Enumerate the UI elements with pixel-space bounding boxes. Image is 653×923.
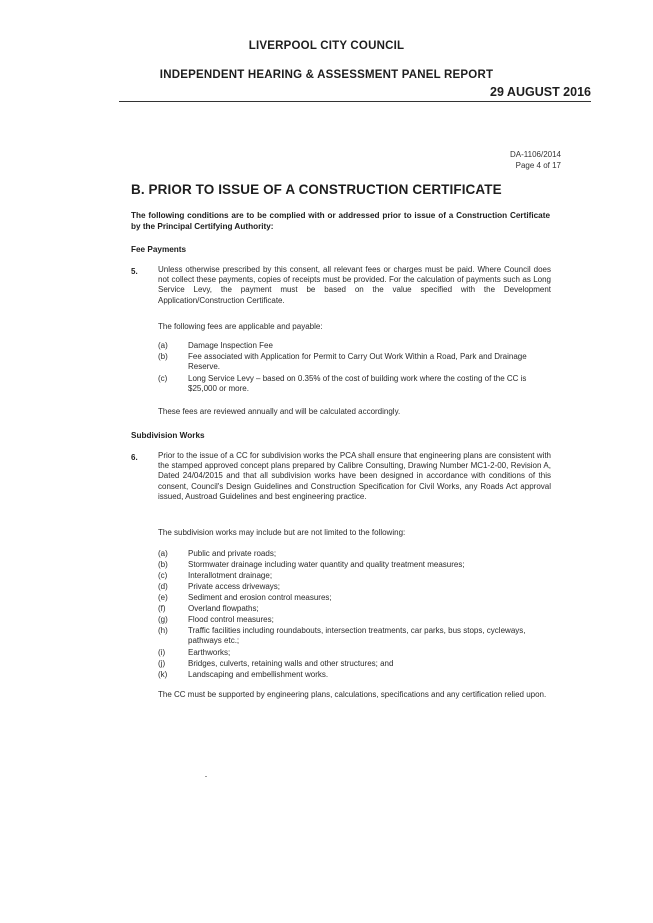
list-item-label: (f) xyxy=(158,604,166,613)
da-number: DA-1106/2014 xyxy=(510,150,561,159)
section-intro: The following conditions are to be compl… xyxy=(131,211,550,231)
list-item-label: (d) xyxy=(158,582,168,591)
list-item-label: (a) xyxy=(158,549,168,558)
list-item-label: (a) xyxy=(158,341,168,350)
list-item-label: (b) xyxy=(158,352,168,361)
list-item-label: (e) xyxy=(158,593,168,602)
section-heading: B. PRIOR TO ISSUE OF A CONSTRUCTION CERT… xyxy=(131,182,502,197)
list-item-label: (g) xyxy=(158,615,168,624)
list-item-label: (b) xyxy=(158,560,168,569)
list-item-label: (i) xyxy=(158,648,166,657)
condition-text: Unless otherwise prescribed by this cons… xyxy=(158,265,551,305)
list-item-label: (j) xyxy=(158,659,166,668)
works-list-intro: The subdivision works may include but ar… xyxy=(158,528,406,537)
scan-mark xyxy=(205,776,207,777)
list-item-text: Public and private roads; xyxy=(188,549,277,558)
list-item-text: Fee associated with Application for Perm… xyxy=(188,352,527,371)
list-item-text: Landscaping and embellishment works. xyxy=(188,670,329,679)
council-name: LIVERPOOL CITY COUNCIL xyxy=(248,40,405,52)
list-item-text: Private access driveways; xyxy=(188,582,281,591)
list-item-text: Damage Inspection Fee xyxy=(188,341,273,350)
works-closing: The CC must be supported by engineering … xyxy=(158,690,547,699)
fee-payments-heading: Fee Payments xyxy=(131,245,187,254)
list-item-text: Stormwater drainage including water quan… xyxy=(188,560,465,569)
header-divider xyxy=(119,101,591,102)
list-item-text: Traffic facilities including roundabouts… xyxy=(188,626,526,645)
condition-text: Prior to the issue of a CC for subdivisi… xyxy=(158,451,551,501)
list-item-text: Overland flowpaths; xyxy=(188,604,259,613)
list-item-text: Long Service Levy – based on 0.35% of th… xyxy=(188,374,527,393)
page-number: Page 4 of 17 xyxy=(515,161,561,170)
condition-number: 6. xyxy=(131,453,138,462)
fees-list-intro: The following fees are applicable and pa… xyxy=(158,322,323,331)
list-item-text: Interallotment drainage; xyxy=(188,571,273,580)
list-item-text: Bridges, culverts, retaining walls and o… xyxy=(188,659,394,668)
report-date: 29 AUGUST 2016 xyxy=(490,85,591,99)
list-item-text: Earthworks; xyxy=(188,648,231,657)
list-item-label: (k) xyxy=(158,670,168,679)
reference-block: DA-1106/2014 Page 4 of 17 xyxy=(510,149,561,171)
list-item-text: Sediment and erosion control measures; xyxy=(188,593,332,602)
fees-closing: These fees are reviewed annually and wil… xyxy=(158,407,401,416)
list-item-label: (c) xyxy=(158,571,168,580)
report-title: INDEPENDENT HEARING & ASSESSMENT PANEL R… xyxy=(159,69,494,81)
subdivision-works-heading: Subdivision Works xyxy=(131,431,205,440)
condition-number: 5. xyxy=(131,267,138,276)
list-item-label: (c) xyxy=(158,374,168,383)
list-item-text: Flood control measures; xyxy=(188,615,274,624)
list-item-label: (h) xyxy=(158,626,168,635)
